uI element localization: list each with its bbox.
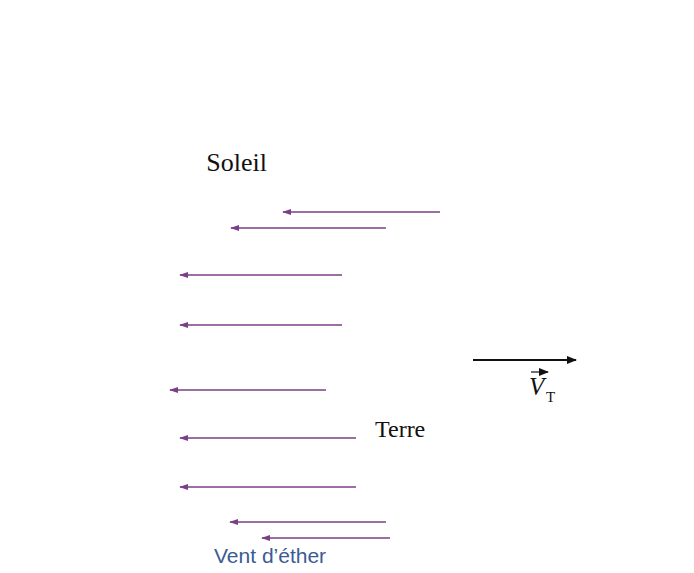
earth-circle — [222, 305, 472, 555]
orbit-ellipse — [14, 16, 688, 364]
vector-symbol: V — [529, 373, 544, 402]
vector-subscript: T — [546, 389, 555, 406]
wind-arrows — [170, 212, 440, 538]
vector-overarrow — [531, 371, 548, 372]
sun-circle — [279, 168, 307, 196]
sun-node: Soleil — [279, 168, 307, 196]
earth-velocity-vector — [473, 359, 576, 361]
sun-label: Soleil — [206, 148, 267, 178]
earth-label: Terre — [375, 416, 425, 444]
orbit-velocity-arrows — [14, 16, 690, 302]
earth-node: Terre — [222, 305, 472, 555]
wind-caption: Vent d’éther — [214, 544, 326, 568]
